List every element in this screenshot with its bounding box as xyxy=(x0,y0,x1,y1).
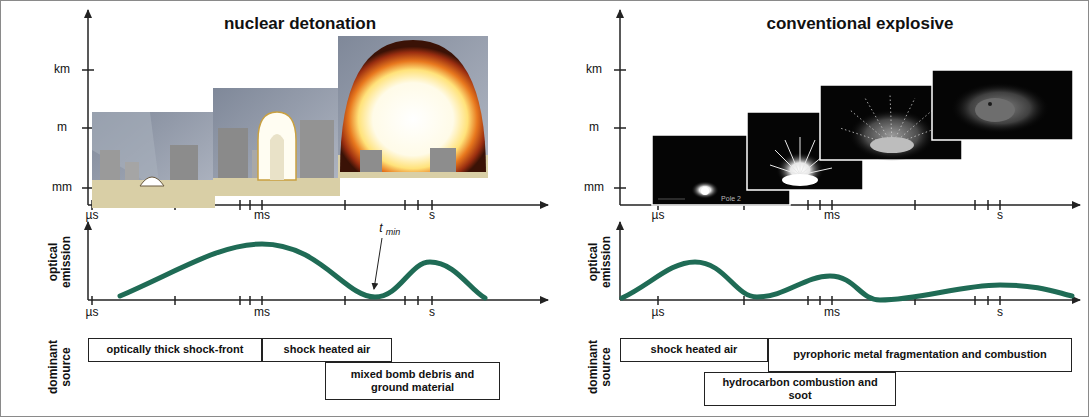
source-text: optically thick shock-front xyxy=(107,343,244,356)
time-label: µs xyxy=(652,306,665,319)
source-box: shock heated air xyxy=(262,338,392,362)
time-label: s xyxy=(429,209,435,222)
time-symbol: t xyxy=(379,222,382,235)
source-box: shock heated air xyxy=(620,338,768,362)
source-text: pyrophoric metal fragmentation and combu… xyxy=(793,348,1047,361)
scale-label: mm xyxy=(584,181,604,194)
source-text: hydrocarbon combustion and soot xyxy=(711,376,889,402)
scale-label: mm xyxy=(52,181,72,194)
panel-heading: conventional explosive xyxy=(766,15,953,34)
scale-label: km xyxy=(54,63,70,76)
axis-title: dominant source xyxy=(47,336,73,398)
source-box: hydrocarbon combustion and soot xyxy=(704,372,896,406)
time-label: ms xyxy=(254,209,270,222)
time-label: µs xyxy=(86,306,99,319)
time-label: s xyxy=(997,209,1003,222)
source-box: mixed bomb debris and ground material xyxy=(325,362,500,400)
axis-title: optical emission xyxy=(587,231,613,293)
time-label: µs xyxy=(652,209,665,222)
source-text: shock heated air xyxy=(651,343,738,356)
time-label: s xyxy=(997,306,1003,319)
time-subscript: min xyxy=(386,228,401,238)
axis-title: dominant source xyxy=(587,336,613,398)
time-label: ms xyxy=(254,306,270,319)
source-text: shock heated air xyxy=(284,343,371,356)
time-label: ms xyxy=(824,306,840,319)
time-label: µs xyxy=(86,209,99,222)
source-box: pyrophoric metal fragmentation and combu… xyxy=(768,338,1072,372)
time-label: ms xyxy=(824,209,840,222)
scale-label: m xyxy=(589,121,599,134)
time-label: s xyxy=(429,306,435,319)
photo-caption: Pole 2 xyxy=(721,195,741,203)
source-box: optically thick shock-front xyxy=(88,338,262,362)
scale-label: m xyxy=(57,121,67,134)
scale-label: km xyxy=(586,63,602,76)
source-text: mixed bomb debris and ground material xyxy=(332,368,493,394)
panel-heading: nuclear detonation xyxy=(224,15,376,34)
axis-title: optical emission xyxy=(47,231,73,293)
